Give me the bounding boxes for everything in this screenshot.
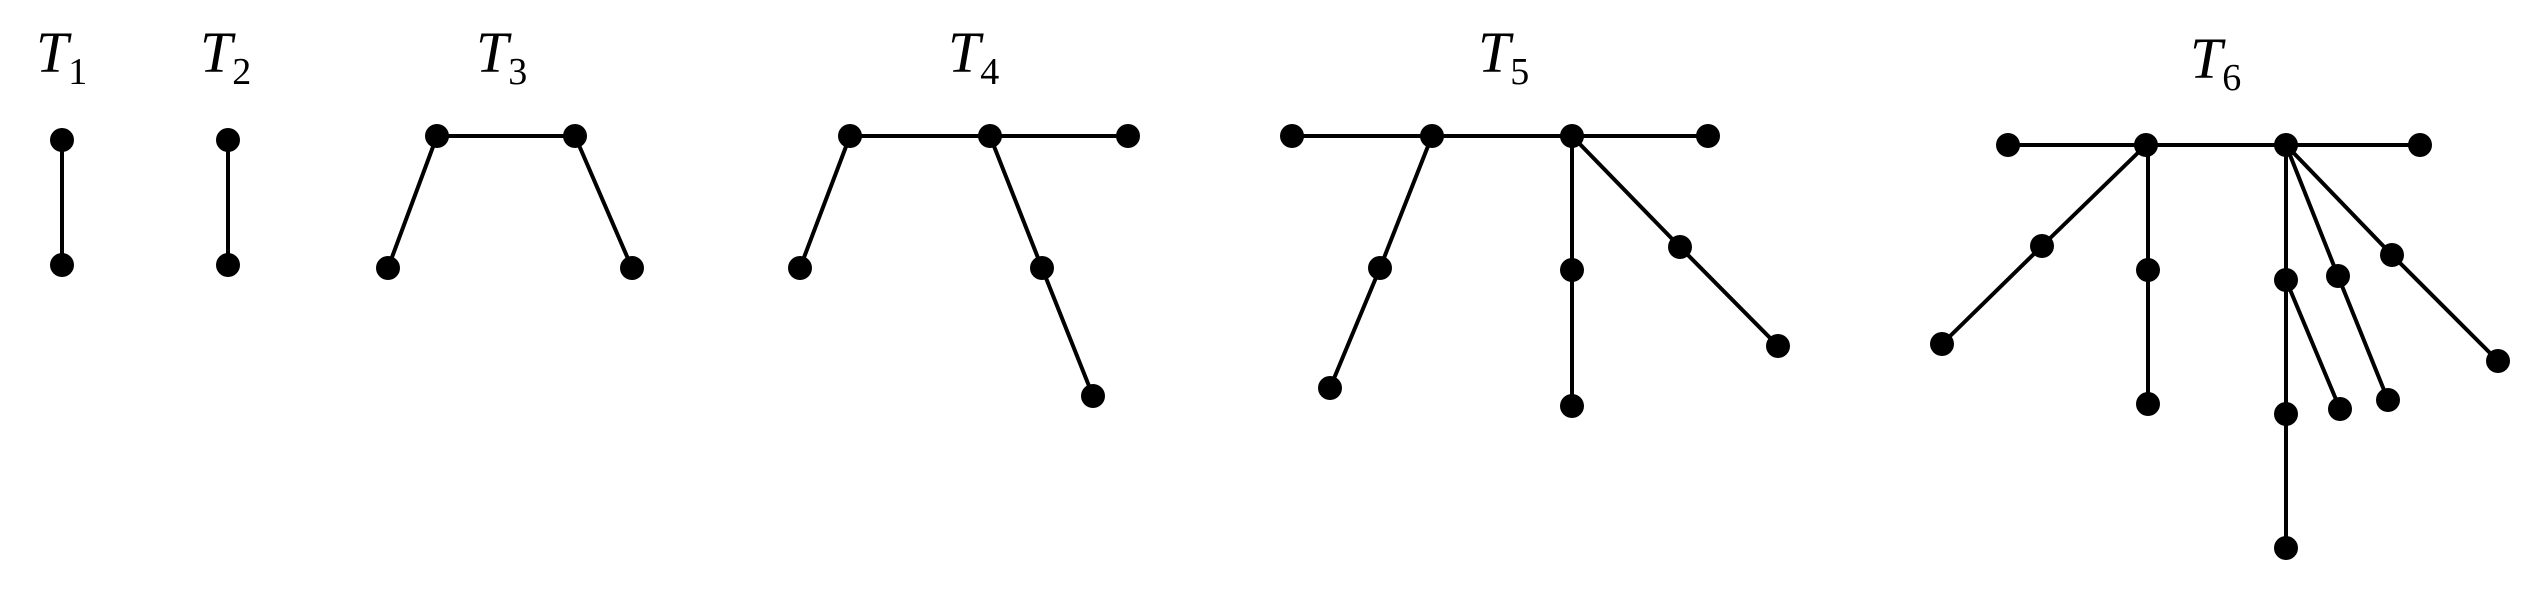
vertex [1996,133,2020,157]
edge [2284,143,2340,278]
edge [1940,244,2044,346]
vertex [1560,124,1584,148]
tree-label-t4: T4 [948,20,999,93]
vertex [1030,256,1054,280]
vertex [2274,402,2298,426]
tree-subscript: 6 [2222,57,2241,99]
vertex [1696,124,1720,148]
edge [1678,245,1780,348]
vertex [2030,234,2054,258]
vertex [1081,384,1105,408]
vertex [1560,394,1584,418]
edge [798,134,852,270]
vertex [2380,243,2404,267]
edge [2284,143,2394,257]
vertex [1668,235,1692,259]
vertex [50,128,74,152]
tree-t5 [1280,124,1790,418]
tree-label-t6: T6 [2190,26,2241,99]
vertex [1560,258,1584,282]
edge [988,134,1044,270]
vertex [376,256,400,280]
tree-name: T [1478,20,1514,85]
tree-subscript: 2 [232,51,251,93]
edge [1378,134,1434,270]
vertex [978,124,1002,148]
tree-name: T [200,20,236,85]
vertex [425,124,449,148]
vertex [1280,124,1304,148]
tree-name: T [476,20,512,85]
edge [1570,134,1682,249]
edge [2336,274,2390,402]
tree-t1 [50,128,74,277]
vertex [1116,124,1140,148]
vertex [2486,349,2510,373]
vertex [1368,256,1392,280]
edge [1328,266,1382,390]
tree-label-t5: T5 [1478,20,1529,93]
edge [1040,266,1095,398]
vertex [2134,133,2158,157]
edge [2284,278,2342,411]
edge [386,134,439,270]
vertex [1930,332,1954,356]
tree-t2 [216,128,240,277]
vertex [2408,133,2432,157]
vertex [1420,124,1444,148]
tree-subscript: 4 [980,51,999,93]
tree-t6 [1930,133,2510,560]
vertex [620,256,644,280]
vertex [2328,397,2352,421]
vertex [216,128,240,152]
tree-name: T [948,20,984,85]
vertex [2326,264,2350,288]
tree-label-t1: T1 [36,20,87,93]
vertex [788,256,812,280]
vertex [838,124,862,148]
tree-label-t2: T2 [200,20,251,93]
tree-t4 [788,124,1140,408]
vertex [2376,388,2400,412]
tree-t3 [376,124,644,280]
vertex [2274,133,2298,157]
vertex [2274,536,2298,560]
tree-label-t3: T3 [476,20,527,93]
vertex [1318,376,1342,400]
tree-subscript: 5 [1510,51,1529,93]
vertex [2136,392,2160,416]
vertex [216,253,240,277]
edge [2390,253,2500,363]
tree-name: T [36,20,72,85]
vertex [563,124,587,148]
edge [573,134,634,270]
tree-subscript: 3 [508,51,527,93]
vertex [50,253,74,277]
vertex [2274,268,2298,292]
vertex [2136,258,2160,282]
tree-name: T [2190,26,2226,91]
tree-subscript: 1 [68,51,87,93]
vertex [1766,334,1790,358]
edge [2040,143,2148,248]
